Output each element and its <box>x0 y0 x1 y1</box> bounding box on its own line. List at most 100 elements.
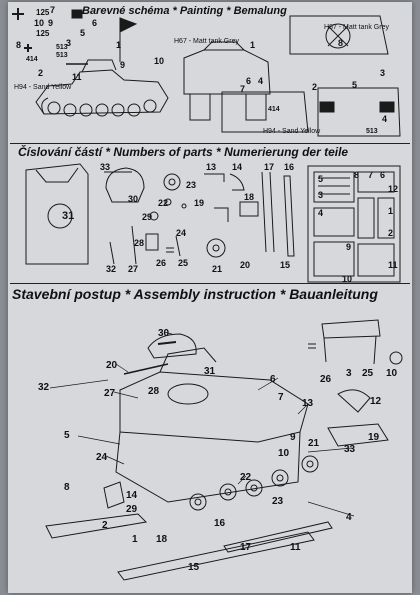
part-number-9: 9 <box>346 242 352 252</box>
paint-callout-8b: 8 <box>338 38 344 48</box>
part-number-4: 4 <box>318 208 324 218</box>
assembly-callout-33: 33 <box>344 444 356 455</box>
paint-callout-4b: 4 <box>382 114 388 124</box>
decal-marking-h: 414 <box>26 56 38 63</box>
part-number-2: 2 <box>388 228 394 238</box>
part-number-22: 22 <box>158 198 169 208</box>
decal-cross-markings <box>12 8 83 52</box>
part-small-brackets-drawing <box>109 171 295 265</box>
assembly-callout-1: 1 <box>132 534 138 545</box>
assembly-callout-16: 16 <box>214 518 226 529</box>
part-number-17: 17 <box>264 162 275 172</box>
paint-callout-7: 7 <box>240 84 246 94</box>
assembly-callout-6: 6 <box>270 374 276 385</box>
assembly-callout-15: 15 <box>188 562 200 573</box>
part-number-1: 1 <box>388 206 394 216</box>
section-divider-1 <box>10 143 410 144</box>
assembly-callout-10b: 10 <box>386 368 398 379</box>
part-31-hull-plate-drawing <box>25 163 89 265</box>
part-number-6: 6 <box>380 170 386 180</box>
assembly-callout-32: 32 <box>38 382 50 393</box>
part-number-11: 11 <box>388 260 398 270</box>
assembly-callout-22: 22 <box>240 472 252 483</box>
assembly-callout-27: 27 <box>104 388 116 399</box>
assembly-callout-29: 29 <box>126 504 138 515</box>
assembly-road-wheels-drawing <box>189 455 319 511</box>
assembly-hull-drawing <box>115 347 309 503</box>
assembly-callout-25: 25 <box>362 368 374 379</box>
assembly-callout-9: 9 <box>290 432 296 443</box>
paint-callout-6b: 6 <box>246 76 252 86</box>
assembly-callout-23: 23 <box>272 496 284 507</box>
part-number-19: 19 <box>194 198 205 208</box>
part-number-25: 25 <box>178 258 189 268</box>
assembly-fenders-tracks-drawing <box>45 389 389 581</box>
assembly-detail-inset-drawing <box>308 319 403 365</box>
assembly-callout-14: 14 <box>126 490 138 501</box>
paint-callout-5b: 5 <box>352 80 358 90</box>
decal-marking-i: 414 <box>268 106 280 113</box>
part-number-32: 32 <box>106 264 117 274</box>
assembly-callout-5: 5 <box>64 430 70 441</box>
decal-marking-e: 125 <box>36 29 50 38</box>
part-number-18: 18 <box>244 192 255 202</box>
assembly-leader-lines <box>49 331 355 517</box>
part-number-14: 14 <box>232 162 243 172</box>
decal-marking-c: 9 <box>48 18 54 28</box>
part-number-21: 21 <box>212 264 223 274</box>
decal-marking-g: 513 <box>56 52 68 59</box>
part-number-8: 8 <box>354 170 360 180</box>
paint-callout-10: 10 <box>154 56 165 66</box>
part-number-20: 20 <box>240 260 251 270</box>
paint-label-matt-grey-side: H67 - Matt tank Grey <box>174 38 239 45</box>
painting-section-title: Barevné schéma * Painting * Bemalung <box>82 5 287 17</box>
part-number-33: 33 <box>100 162 111 172</box>
decal-marking-b: 10 <box>34 18 45 28</box>
part-number-7: 7 <box>368 170 374 180</box>
assembly-callout-2: 2 <box>102 520 108 531</box>
part-number-15: 15 <box>280 260 291 270</box>
part-number-5: 5 <box>318 174 324 184</box>
part-number-12: 12 <box>388 184 399 194</box>
paint-label-sand-yellow-side: H94 - Sand Yellow <box>14 84 72 91</box>
paint-callout-2b: 2 <box>312 82 318 92</box>
tank-top-view-drawing <box>289 15 389 55</box>
assembly-callout-24: 24 <box>96 452 108 463</box>
tank-side-view-drawing <box>35 59 169 117</box>
part-number-16: 16 <box>284 162 295 172</box>
assembly-callout-7: 7 <box>278 392 284 403</box>
assembly-callout-11: 11 <box>290 542 301 553</box>
assembly-turret-drawing <box>147 333 197 359</box>
part-number-27: 27 <box>128 264 139 274</box>
instruction-sheet: Barevné schéma * Painting * Bemalung H67… <box>8 2 412 593</box>
paint-callout-5: 5 <box>80 28 86 38</box>
assembly-callout-4: 4 <box>346 512 352 523</box>
assembly-callout-26: 26 <box>320 374 332 385</box>
paint-callout-4: 4 <box>258 76 264 86</box>
part-number-26: 26 <box>156 258 167 268</box>
assembly-callout-30: 30 <box>158 328 170 339</box>
paint-callout-9: 9 <box>120 60 126 70</box>
part-number-29: 29 <box>142 212 153 222</box>
assembly-callout-8: 8 <box>64 482 70 493</box>
part-number-30: 30 <box>128 194 139 204</box>
parts-section-title: Číslování částí * Numbers of parts * Num… <box>18 145 349 159</box>
paint-callout-2: 2 <box>38 68 44 78</box>
decal-marking-f: 513 <box>56 44 68 51</box>
assembly-callout-10: 10 <box>278 448 290 459</box>
paint-callout-8: 8 <box>16 40 22 50</box>
part-wheels-drawing <box>149 173 226 258</box>
part-number-3: 3 <box>318 190 324 200</box>
decal-marking-j: 513 <box>366 128 378 135</box>
assembly-callout-18: 18 <box>156 534 168 545</box>
paint-callout-1b: 1 <box>250 40 256 50</box>
paint-callout-1: 1 <box>116 40 122 50</box>
line-art-drawing <box>12 8 403 581</box>
tank-front-view-drawing <box>183 41 271 121</box>
assembly-callout-21: 21 <box>308 438 320 449</box>
assembly-callout-19: 19 <box>368 432 380 443</box>
part-number-23: 23 <box>186 180 197 190</box>
assembly-callout-20: 20 <box>106 360 118 371</box>
part-number-10: 10 <box>342 274 353 284</box>
paint-callout-6: 6 <box>92 18 98 28</box>
